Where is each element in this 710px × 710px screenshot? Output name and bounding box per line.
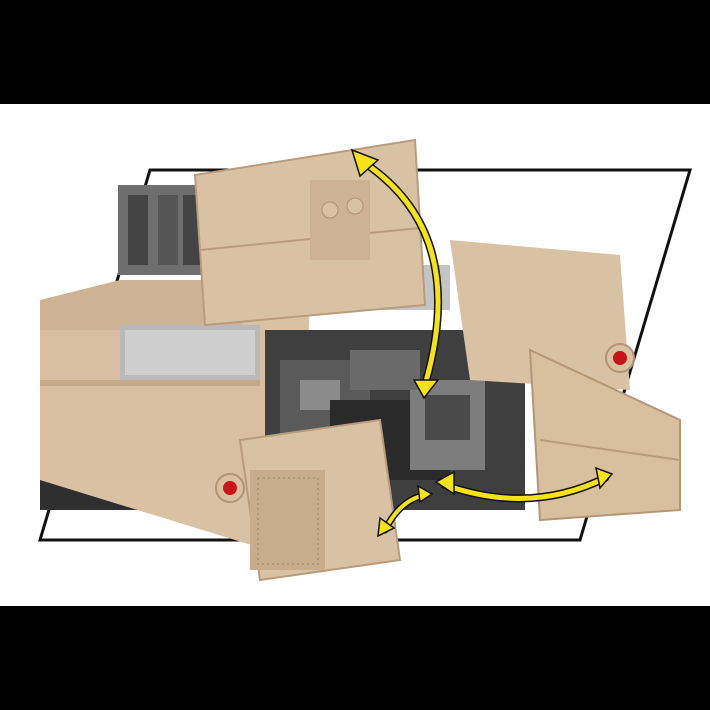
rear-panel-right: [450, 240, 630, 390]
product-photo: [0, 104, 710, 606]
rack-top-left: [118, 185, 208, 275]
rear-door-open: [528, 348, 681, 522]
letterbox-bottom: [0, 606, 710, 710]
letterbox-top: [0, 0, 710, 104]
tank-model-illustration: [37, 138, 693, 582]
